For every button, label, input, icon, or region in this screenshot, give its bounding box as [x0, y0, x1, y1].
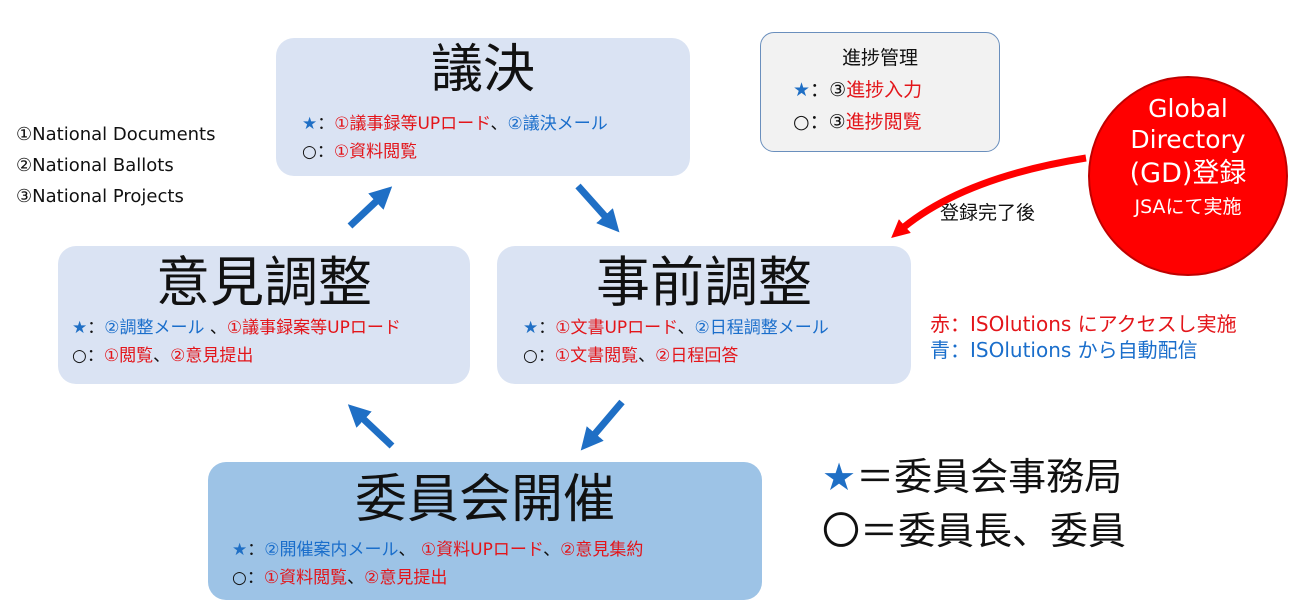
step-star-line-pre-adjust: ★：①文書UPロード、②日程調整メール	[523, 320, 829, 337]
circle-icon: ○	[72, 346, 87, 366]
gd-line-4: JSAにて実施	[1134, 196, 1242, 218]
line-separator: ：	[246, 568, 264, 588]
line-segment: ①資料閲覧	[263, 568, 348, 588]
line-segment: ②調整メール	[104, 318, 205, 338]
color-key: 赤：ISOlutions にアクセスし実施 青：ISOlutions から自動配…	[930, 314, 1237, 360]
line-segment: ①文書UPロード	[555, 318, 678, 338]
line-segment: ②意見提出	[364, 568, 448, 588]
step-title-opinion-adjust: 意見調整	[156, 251, 372, 314]
progress-management-box: 進捗管理 ★：③進捗入力 ○：③進捗閲覧	[760, 32, 1000, 152]
line-segment: ②開催案内メール	[264, 540, 399, 560]
circle-icon: 〇	[822, 509, 861, 553]
line-segment: ②意見集約	[560, 540, 644, 560]
line-separator: ：	[247, 540, 265, 560]
progress-circle-line: ○：③進捗閲覧	[793, 111, 922, 133]
step-title-meeting: 委員会開催	[354, 470, 615, 530]
step-star-line-opinion-adjust: ★：②調整メール 、①議事録案等UPロード	[72, 320, 401, 337]
step-circle-line-resolution: ○：①資料閲覧	[302, 144, 417, 161]
line-segment: 、	[204, 318, 227, 338]
role-key-star-line: ★＝委員会事務局	[822, 455, 1123, 499]
line-separator: ：	[87, 318, 105, 338]
line-segment: 、	[347, 568, 365, 588]
line-separator: ：	[538, 318, 556, 338]
color-key-blue: 青：ISOlutions から自動配信	[930, 338, 1198, 362]
line-separator: ：	[316, 142, 334, 162]
circle-icon: ○	[793, 111, 810, 133]
role-key-circle-line: 〇＝委員長、委員	[822, 509, 1127, 553]
line-segment: ②日程調整メール	[694, 318, 829, 338]
step-box-opinion-adjust: 意見調整 ★：②調整メール 、①議事録案等UPロード ○：①閲覧、②意見提出	[58, 246, 470, 384]
star-icon: ★	[523, 318, 539, 338]
star-icon: ★	[72, 318, 88, 338]
step-title-pre-adjust: 事前調整	[596, 251, 812, 314]
color-key-red: 赤：ISOlutions にアクセスし実施	[930, 312, 1237, 336]
role-key: ★＝委員会事務局 〇＝委員長、委員	[822, 458, 1126, 550]
line-separator: ：	[86, 346, 104, 366]
arrow-resolution-to-pre	[575, 183, 620, 233]
arrow-gd-to-pre	[891, 154, 1087, 238]
line-segment: 、	[638, 346, 656, 366]
line-segment: 、	[543, 540, 561, 560]
gd-line-3: (GD)登録	[1129, 158, 1247, 189]
legend-item-projects: ③National Projects	[16, 186, 184, 207]
arrow-meeting-to-opinion	[347, 404, 395, 449]
line-segment: ①議事録案等UPロード	[226, 318, 401, 338]
line-segment: ①閲覧	[103, 346, 154, 366]
line-segment: 、	[677, 318, 695, 338]
circle-icon: ○	[232, 568, 247, 588]
line-segment: ①資料UPロード	[420, 540, 544, 560]
step-circle-line-meeting: ○：①資料閲覧、②意見提出	[232, 570, 447, 587]
line-segment: ①資料閲覧	[333, 142, 418, 162]
line-segment: 、	[153, 346, 171, 366]
progress-star-line: ★：③進捗入力	[793, 79, 923, 101]
step-star-line-resolution: ★：①議事録等UPロード、②議決メール	[302, 116, 608, 133]
circle-icon: ○	[523, 346, 538, 366]
line-segment: ①文書閲覧	[554, 346, 639, 366]
step-circle-line-opinion-adjust: ○：①閲覧、②意見提出	[72, 348, 253, 365]
step-title-resolution: 議決	[430, 40, 535, 100]
gd-arrow-label: 登録完了後	[940, 202, 1036, 224]
star-icon: ★	[793, 79, 811, 101]
line-segment: ①議事録等UPロード	[334, 114, 491, 134]
gd-line-1: Global	[1148, 94, 1228, 123]
legend-item-ballots: ②National Ballots	[16, 155, 174, 176]
line-segment: ②議決メール	[507, 114, 608, 134]
line-separator: ：	[537, 346, 555, 366]
line-segment: ②意見提出	[170, 346, 254, 366]
star-icon: ★	[302, 114, 318, 134]
line-segment: 、	[490, 114, 508, 134]
step-box-meeting: 委員会開催 ★：②開催案内メール、 ①資料UPロード、②意見集約 ○：①資料閲覧…	[208, 462, 762, 600]
star-icon: ★	[822, 455, 857, 499]
line-separator: ：	[317, 114, 335, 134]
arrow-pre-to-meeting	[580, 399, 625, 451]
step-circle-line-pre-adjust: ○：①文書閲覧、②日程回答	[523, 348, 738, 365]
star-icon: ★	[232, 540, 248, 560]
progress-title: 進捗管理	[841, 47, 918, 69]
gd-line-2: Directory	[1130, 125, 1246, 154]
legend-item-documents: ①National Documents	[16, 124, 216, 145]
line-segment: ②日程回答	[655, 346, 739, 366]
step-box-resolution: 議決 ★：①議事録等UPロード、②議決メール ○：①資料閲覧	[276, 38, 690, 176]
step-star-line-meeting: ★：②開催案内メール、 ①資料UPロード、②意見集約	[232, 542, 643, 559]
step-box-pre-adjust: 事前調整 ★：①文書UPロード、②日程調整メール ○：①文書閲覧、②日程回答	[497, 246, 911, 384]
global-directory-circle: Global Directory (GD)登録 JSAにて実施	[1088, 76, 1288, 276]
arrow-opinion-to-resolution	[347, 186, 393, 229]
circle-icon: ○	[302, 142, 317, 162]
line-segment: 、	[398, 540, 421, 560]
